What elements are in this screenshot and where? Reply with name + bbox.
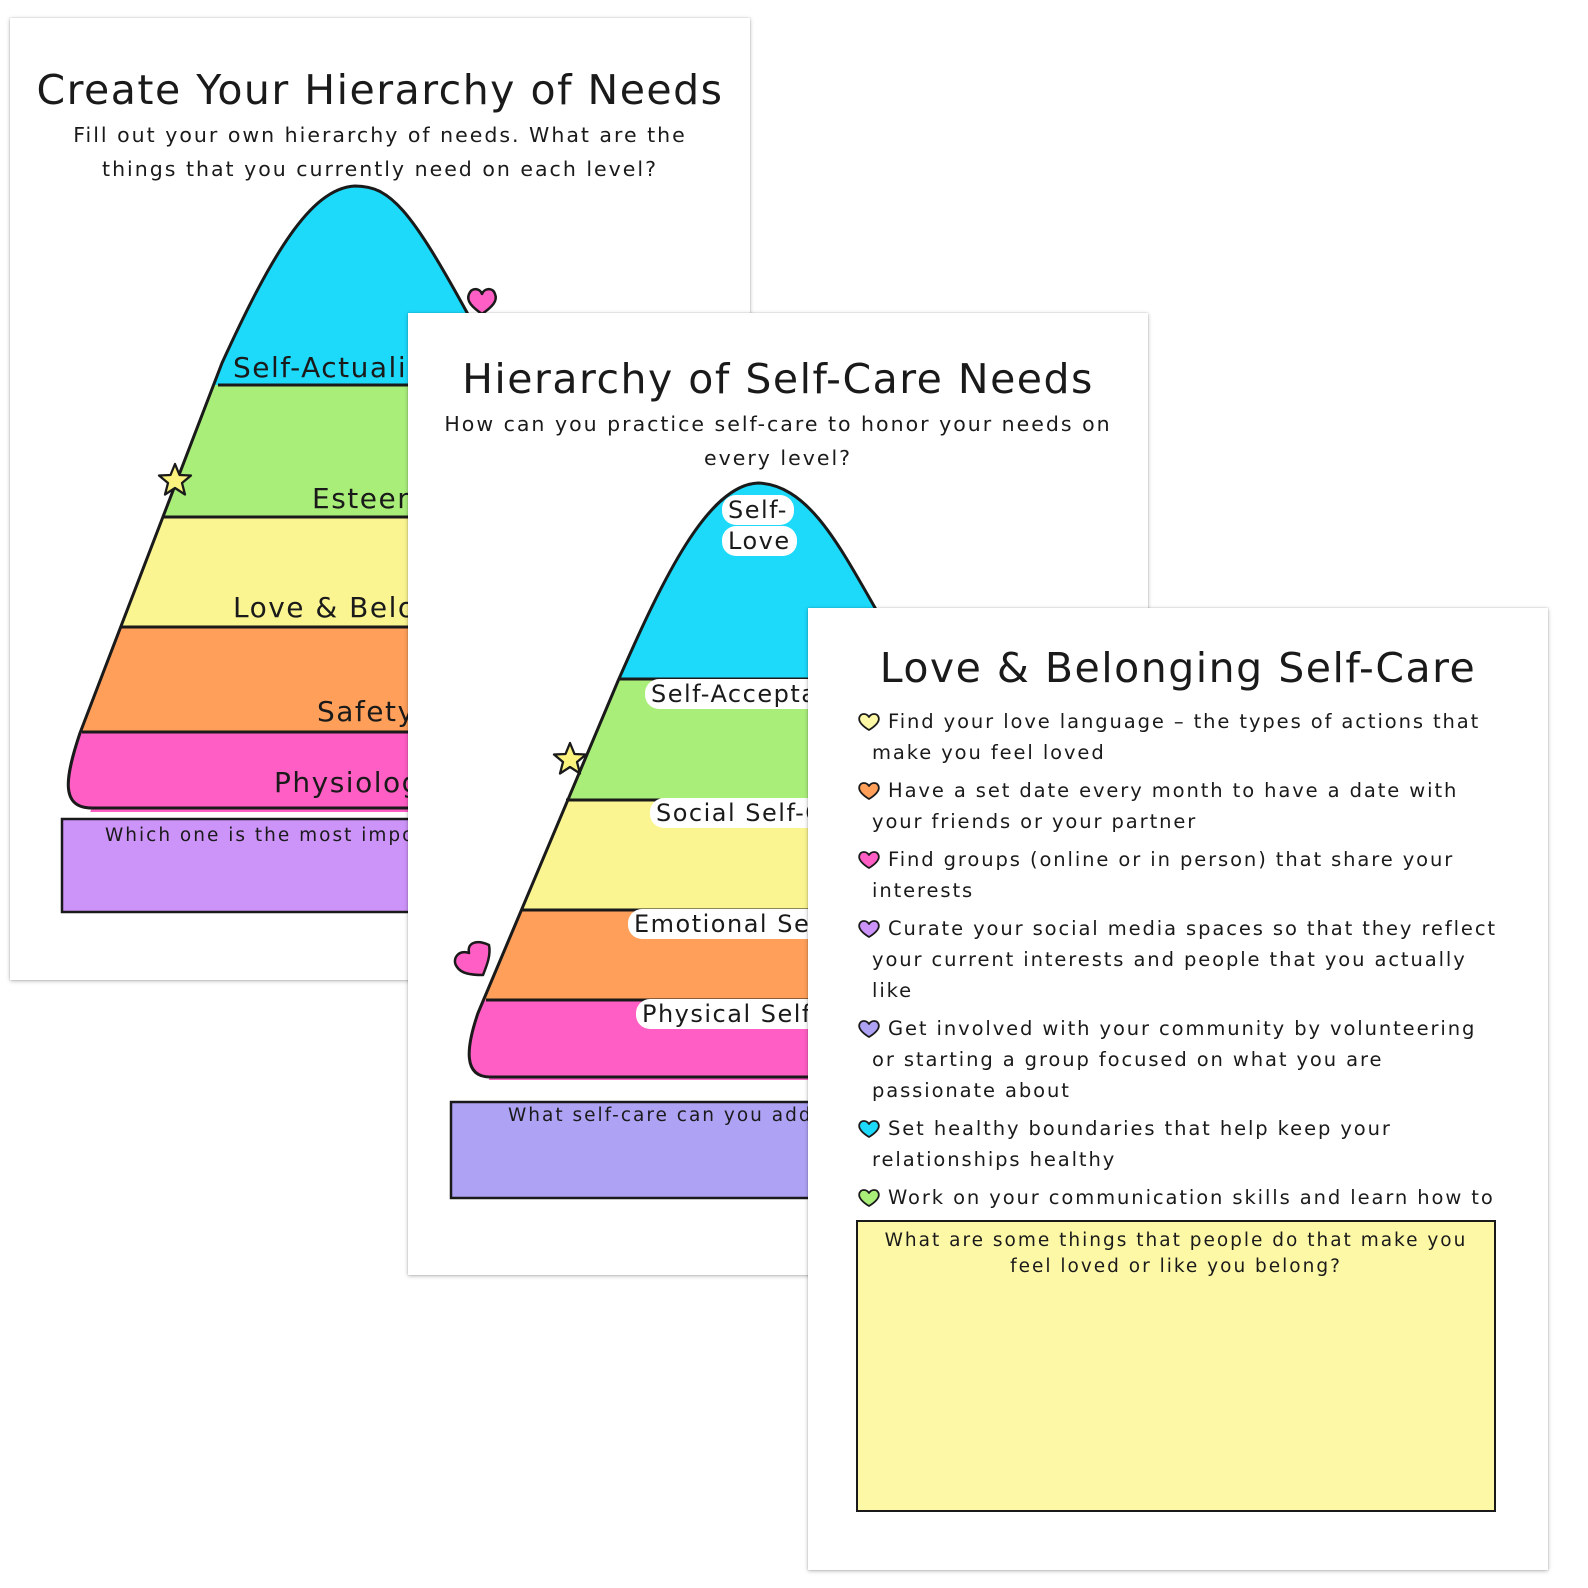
level-label: Safety xyxy=(317,695,416,728)
subtitle-line: every level? xyxy=(703,446,853,470)
tip-list: Find your love language – the types of a… xyxy=(858,706,1498,1282)
tip-text: Get involved with your community by volu… xyxy=(872,1017,1477,1102)
worksheet-page-love-belonging: Love & Belonging Self-Care Find your lov… xyxy=(808,608,1548,1570)
subtitle-line: Fill out your own hierarchy of needs. Wh… xyxy=(73,123,687,147)
subtitle-line: How can you practice self-care to honor … xyxy=(444,412,1112,436)
heart-icon xyxy=(453,941,491,977)
answer-box-prompt: What self-care can you add xyxy=(508,1105,813,1126)
star-icon xyxy=(552,741,588,775)
heart-icon xyxy=(858,851,880,869)
heart-icon xyxy=(858,1120,880,1138)
heart-icon xyxy=(858,713,880,731)
tip-item: Find your love language – the types of a… xyxy=(858,706,1498,768)
tip-item: Set healthy boundaries that help keep yo… xyxy=(858,1113,1498,1175)
page-subtitle: How can you practice self-care to honor … xyxy=(438,407,1118,475)
tip-item: Have a set date every month to have a da… xyxy=(858,775,1498,837)
tip-item: Find groups (online or in person) that s… xyxy=(858,844,1498,906)
answer-box[interactable]: What are some things that people do that… xyxy=(856,1220,1496,1512)
page-title: Love & Belonging Self-Care xyxy=(879,644,1477,692)
heart-icon xyxy=(858,1189,880,1207)
tip-text: Have a set date every month to have a da… xyxy=(872,779,1459,833)
tip-item: Curate your social media spaces so that … xyxy=(858,913,1498,1006)
tip-text: Find groups (online or in person) that s… xyxy=(872,848,1455,902)
level-label: Love xyxy=(722,526,797,556)
level-label: Self- xyxy=(722,495,794,525)
heart-icon xyxy=(467,287,497,316)
tip-item: Get involved with your community by volu… xyxy=(858,1013,1498,1106)
star-icon xyxy=(157,462,193,496)
heart-icon xyxy=(858,782,880,800)
tip-text: Set healthy boundaries that help keep yo… xyxy=(872,1117,1392,1171)
answer-box-prompt: What are some things that people do that… xyxy=(884,1230,1468,1277)
heart-icon xyxy=(858,920,880,938)
page-title: Hierarchy of Self-Care Needs xyxy=(462,355,1094,403)
subtitle-line: things that you currently need on each l… xyxy=(102,157,658,181)
tip-text: Curate your social media spaces so that … xyxy=(872,917,1497,1002)
tip-text: Find your love language – the types of a… xyxy=(872,710,1481,764)
level-label: Esteem xyxy=(312,482,426,515)
heart-icon xyxy=(858,1020,880,1038)
page-subtitle: Fill out your own hierarchy of needs. Wh… xyxy=(50,118,710,186)
page-title: Create Your Hierarchy of Needs xyxy=(36,66,724,114)
